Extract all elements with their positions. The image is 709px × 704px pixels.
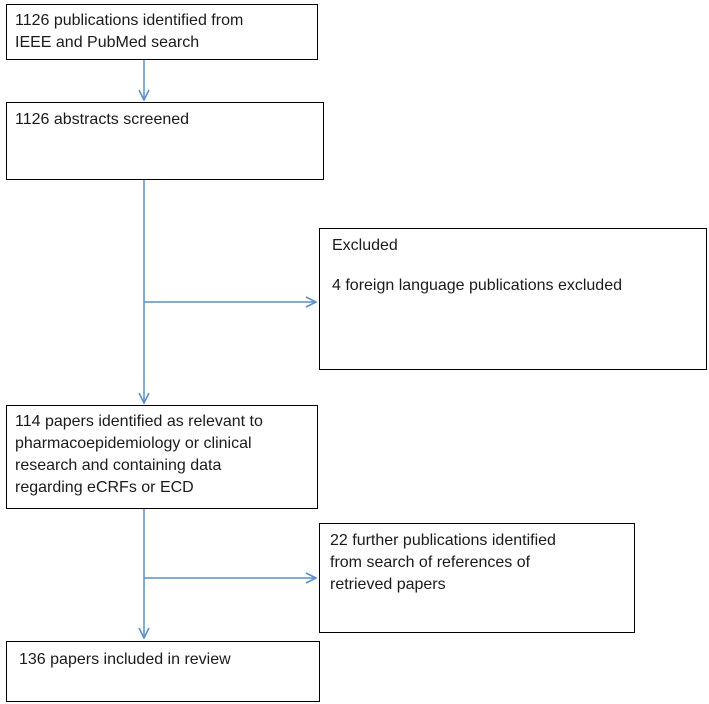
further-box: 22 further publications identified from … — [319, 523, 635, 633]
identified-box: 1126 publications identified from IEEE a… — [6, 4, 318, 60]
excluded-detail: 4 foreign language publications excluded — [332, 277, 622, 294]
relevant-text: 114 papers identified as relevant to pha… — [15, 413, 263, 496]
included-box: 136 papers included in review — [6, 641, 320, 702]
further-text: 22 further publications identified from … — [330, 532, 556, 593]
relevant-box: 114 papers identified as relevant to pha… — [6, 405, 318, 509]
identified-text: 1126 publications identified from IEEE a… — [15, 12, 244, 51]
included-text: 136 papers included in review — [19, 651, 231, 668]
screened-text: 1126 abstracts screened — [15, 111, 190, 128]
excluded-box: Excluded 4 foreign language publications… — [319, 228, 707, 370]
screened-box: 1126 abstracts screened — [6, 102, 324, 180]
excluded-heading: Excluded — [332, 237, 398, 254]
